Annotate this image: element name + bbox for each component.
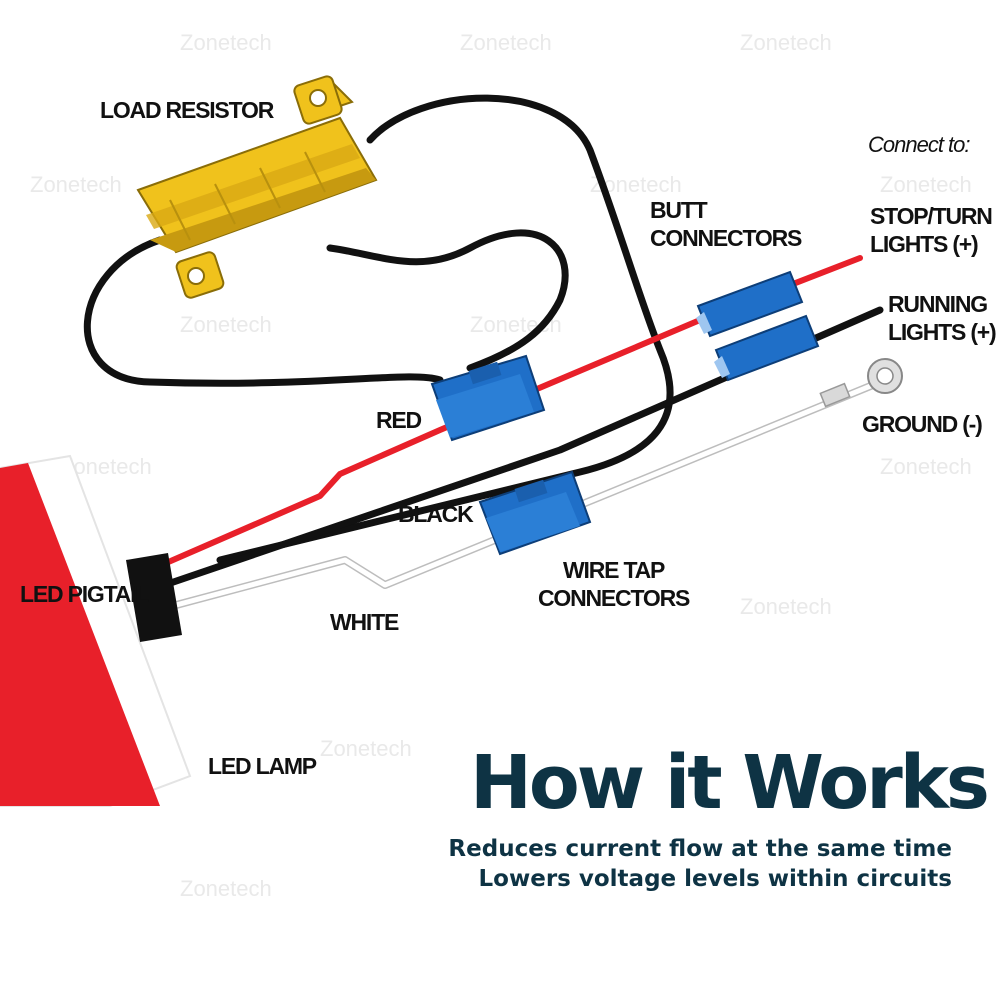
led-pigtail-icon xyxy=(126,553,182,642)
butt-connectors-label-line: BUTT xyxy=(650,197,708,223)
white-wire-label: WHITE xyxy=(330,609,399,635)
watermark: Zonetech xyxy=(180,30,272,55)
led-lamp-label: LED LAMP xyxy=(208,753,317,779)
resistor-wire xyxy=(216,94,674,564)
resistor-wire xyxy=(326,229,569,372)
watermark: Zonetech xyxy=(320,736,412,761)
load-resistor-label: LOAD RESISTOR xyxy=(100,97,274,123)
ground-label: GROUND (-) xyxy=(862,411,983,437)
wire-tap-connectors-label-line: WIRE TAP xyxy=(563,557,665,583)
butt-connectors-label: BUTT CONNECTORS xyxy=(650,196,802,252)
butt-connector-icon xyxy=(696,270,804,338)
white-wire xyxy=(147,375,893,615)
subtitle-line: Lowers voltage levels within circuits xyxy=(478,866,952,892)
led-pigtail-label: LED PIGTAIL xyxy=(20,581,149,607)
stop-turn-label-line: LIGHTS (+) xyxy=(870,231,979,257)
wire-tap-connectors-label-line: CONNECTORS xyxy=(538,585,690,611)
running-lights-label: RUNNING LIGHTS (+) xyxy=(888,290,997,346)
watermark: Zonetech xyxy=(180,312,272,337)
ring-terminal-icon xyxy=(819,358,903,408)
black-wire-label: BLACK xyxy=(398,501,474,527)
stop-turn-label-line: STOP/TURN xyxy=(870,203,993,229)
stop-turn-label: STOP/TURN LIGHTS (+) xyxy=(870,202,993,258)
running-lights-label-line: RUNNING xyxy=(888,291,988,317)
red-wire-label: RED xyxy=(376,407,422,433)
watermark: Zonetech xyxy=(880,172,972,197)
wire-tap-connectors-label: WIRE TAP CONNECTORS xyxy=(538,556,690,612)
wire-tap-connector-icon xyxy=(430,354,546,442)
running-lights-label-line: LIGHTS (+) xyxy=(888,319,997,345)
led-lamp-icon xyxy=(0,454,192,807)
butt-connectors-label-line: CONNECTORS xyxy=(650,225,802,251)
watermark: Zonetech xyxy=(180,876,272,901)
subtitle-line: Reduces current flow at the same time xyxy=(448,836,952,862)
watermark: Zonetech xyxy=(740,594,832,619)
butt-connector-icon xyxy=(714,314,820,382)
wire-tap-connector-icon xyxy=(478,470,592,556)
watermark: Zonetech xyxy=(460,30,552,55)
page-title: How it Works xyxy=(470,740,990,826)
resistor-wire xyxy=(84,236,444,387)
watermark: Zonetech xyxy=(30,172,122,197)
watermark: Zonetech xyxy=(880,454,972,479)
watermark: Zonetech xyxy=(740,30,832,55)
connect-to-label: Connect to: xyxy=(868,132,971,157)
load-resistor-icon xyxy=(136,75,378,299)
